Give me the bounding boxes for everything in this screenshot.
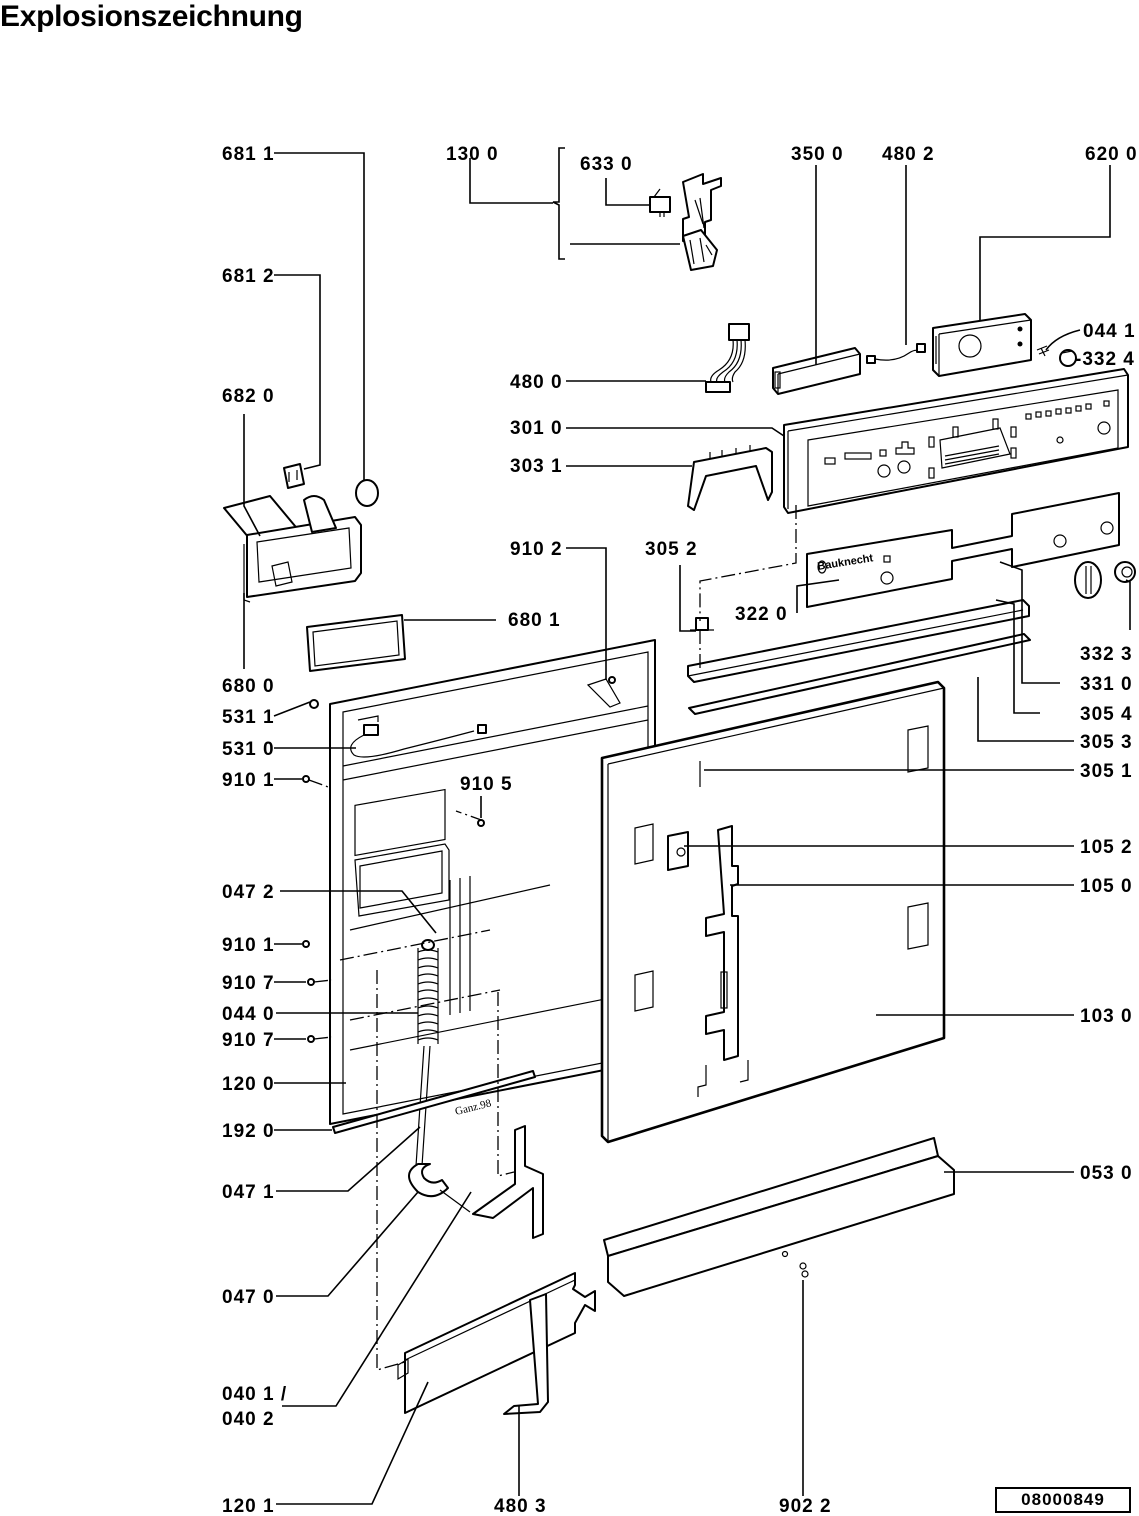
part-kick-plate bbox=[603, 1137, 955, 1297]
stamp-text: Ganz.98 bbox=[454, 1097, 493, 1118]
callout-120-0: 120 0 bbox=[222, 1074, 275, 1095]
part-control-panel-fascia bbox=[783, 368, 1129, 514]
callout-305-4: 305 4 bbox=[1080, 704, 1133, 725]
callout-105-2: 105 2 bbox=[1080, 837, 1133, 858]
callout-303-1: 303 1 bbox=[510, 456, 563, 477]
callout-322-0: 322 0 bbox=[735, 604, 788, 625]
part-stud bbox=[690, 617, 714, 631]
callout-305-1: 305 1 bbox=[1080, 761, 1133, 782]
callout-044-0: 044 0 bbox=[222, 1004, 275, 1025]
callout-044-1: 044 1 bbox=[1083, 321, 1136, 342]
part-grommet bbox=[309, 699, 319, 709]
callout-681-1: 681 1 bbox=[222, 144, 275, 165]
part-hinge-bracket bbox=[472, 1125, 544, 1239]
part-cable-harness bbox=[705, 323, 750, 393]
part-handle-bracket bbox=[687, 445, 773, 511]
part-dispenser-cap bbox=[355, 479, 379, 507]
callout-103-0: 103 0 bbox=[1080, 1006, 1133, 1027]
part-lower-rail bbox=[688, 633, 1031, 715]
callout-040-1: 040 1 / bbox=[222, 1384, 287, 1405]
callout-labels: 681 1 681 2 682 0 680 0 680 1 130 0 633 … bbox=[222, 144, 1138, 1516]
part-knob-cap bbox=[1114, 561, 1136, 583]
callout-910-1-upper: 910 1 bbox=[222, 770, 275, 791]
callout-331-0: 331 0 bbox=[1080, 674, 1133, 695]
part-outer-door-panel bbox=[600, 680, 946, 1144]
part-upper-rail bbox=[687, 599, 1030, 683]
callout-192-0: 192 0 bbox=[222, 1121, 275, 1142]
part-detergent-dispenser bbox=[223, 495, 362, 603]
callout-902-2: 902 2 bbox=[779, 1496, 832, 1516]
part-connector-cable bbox=[866, 343, 926, 364]
part-lower-door-plate bbox=[397, 1272, 596, 1414]
assembly-guide-lines bbox=[339, 505, 797, 1371]
part-screws bbox=[302, 676, 616, 1043]
callout-130-0: 130 0 bbox=[446, 144, 499, 165]
callout-120-1: 120 1 bbox=[222, 1496, 275, 1516]
callout-301-0: 301 0 bbox=[510, 418, 563, 439]
part-door-lock-assembly bbox=[649, 173, 722, 271]
document-number-box: 08000849 bbox=[995, 1487, 1131, 1513]
callout-047-1: 047 1 bbox=[222, 1182, 275, 1203]
callout-910-7-lower: 910 7 bbox=[222, 1030, 275, 1051]
callout-047-2: 047 2 bbox=[222, 882, 275, 903]
callout-680-1: 680 1 bbox=[508, 610, 561, 631]
callout-480-0: 480 0 bbox=[510, 372, 563, 393]
leader-lines bbox=[243, 147, 1131, 1505]
part-foot-bracket bbox=[503, 1293, 549, 1415]
page-title: Explosionszeichnung bbox=[0, 0, 303, 33]
callout-682-0: 682 0 bbox=[222, 386, 275, 407]
callout-633-0: 633 0 bbox=[580, 154, 633, 175]
part-front-control-panel: Bauknecht bbox=[806, 492, 1120, 608]
part-dispenser-clip bbox=[283, 463, 305, 489]
callout-910-7-upper: 910 7 bbox=[222, 973, 275, 994]
callout-350-0: 350 0 bbox=[791, 144, 844, 165]
part-small-spring-and-cap bbox=[1036, 345, 1077, 367]
callout-681-2: 681 2 bbox=[222, 266, 275, 287]
callout-910-2: 910 2 bbox=[510, 539, 563, 560]
callout-480-2: 480 2 bbox=[882, 144, 935, 165]
part-door-spring bbox=[417, 939, 439, 1044]
part-handle-clip bbox=[667, 831, 689, 871]
callout-332-4: -332 4 bbox=[1075, 349, 1135, 370]
part-kick-plate-screw bbox=[799, 1262, 809, 1278]
callout-680-0: 680 0 bbox=[222, 676, 275, 697]
callout-105-0: 105 0 bbox=[1080, 876, 1133, 897]
callout-305-2: 305 2 bbox=[645, 539, 698, 560]
callout-480-3: 480 3 bbox=[494, 1496, 547, 1516]
callout-305-3: 305 3 bbox=[1080, 732, 1133, 753]
part-display-board bbox=[772, 347, 861, 395]
callout-040-2: 040 2 bbox=[222, 1409, 275, 1430]
callout-910-1-lower: 910 1 bbox=[222, 935, 275, 956]
part-dispenser-gasket bbox=[306, 614, 406, 672]
callout-620-0: 620 0 bbox=[1085, 144, 1138, 165]
callout-332-3: 332 3 bbox=[1080, 644, 1133, 665]
part-door-switch-cable bbox=[350, 715, 487, 758]
callout-531-0: 531 0 bbox=[222, 739, 275, 760]
callout-910-5: 910 5 bbox=[460, 774, 513, 795]
callout-053-0: 053 0 bbox=[1080, 1163, 1133, 1184]
part-electronic-module bbox=[932, 313, 1032, 377]
indicator-led-row bbox=[1025, 400, 1110, 420]
callout-531-1: 531 1 bbox=[222, 707, 275, 728]
part-program-knob bbox=[1074, 561, 1102, 599]
callout-047-0: 047 0 bbox=[222, 1287, 275, 1308]
